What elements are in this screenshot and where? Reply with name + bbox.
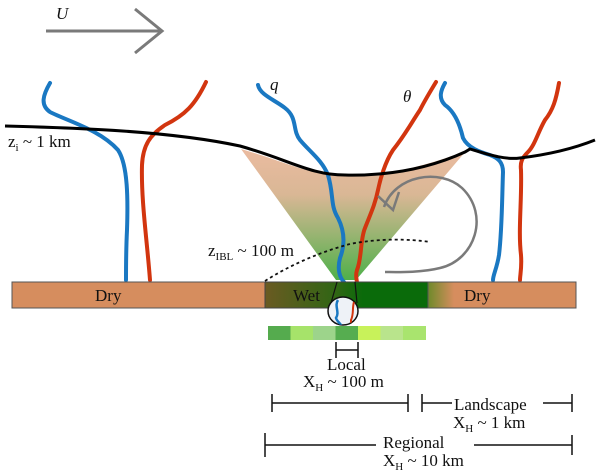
plume-cone — [241, 149, 466, 280]
internal-boundary-layer-line — [264, 238, 431, 282]
landscape-scale-bar-left — [271, 394, 409, 412]
humidity-profile-left — [41, 81, 130, 282]
humidity-label: q — [270, 75, 279, 94]
wind-arrow-icon — [46, 7, 165, 55]
circulation-arrow-icon — [377, 175, 478, 274]
temperature-profile-left — [139, 80, 208, 282]
heterogeneity-patch — [358, 326, 381, 340]
heterogeneity-patch — [313, 326, 336, 340]
landscape-scale-value: XH ~ 1 km — [453, 413, 525, 435]
heterogeneity-patches — [268, 326, 426, 340]
surface-transition — [428, 282, 454, 308]
temperature-label: θ — [403, 87, 411, 106]
surface-strip — [11, 281, 577, 309]
surface-label-dry-right: Dry — [464, 286, 491, 305]
surface-label-dry-left: Dry — [95, 286, 122, 305]
landscape-scale-label: Landscape — [454, 395, 527, 414]
heterogeneity-patch — [290, 326, 314, 340]
heterogeneity-patch — [403, 326, 426, 340]
surface-dry-left — [11, 281, 266, 309]
landscape-scale-bar-right — [421, 394, 573, 412]
magnifier-lens — [327, 281, 359, 326]
regional-scale-bar — [264, 433, 573, 457]
surface-label-wet: Wet — [293, 286, 320, 305]
surface-dry-right — [454, 282, 576, 308]
regional-scale-value: XH ~ 10 km — [383, 451, 464, 473]
internal-boundary-layer-label: zIBL ~ 100 m — [208, 241, 294, 263]
local-scale-label: Local — [327, 355, 366, 374]
boundary-layer-top-line — [4, 124, 596, 177]
heterogeneity-patch — [268, 326, 291, 340]
temperature-profile-right — [517, 81, 561, 282]
local-scale-value: XH ~ 100 m — [303, 372, 384, 394]
temperature-profile-center — [354, 80, 438, 285]
local-scale-bar — [335, 342, 359, 358]
boundary-layer-height-label: zi ~ 1 km — [8, 132, 71, 154]
heterogeneity-patch — [380, 326, 404, 340]
heterogeneity-patch — [335, 326, 359, 340]
regional-scale-label: Regional — [383, 433, 445, 452]
wind-label: U — [56, 4, 70, 23]
